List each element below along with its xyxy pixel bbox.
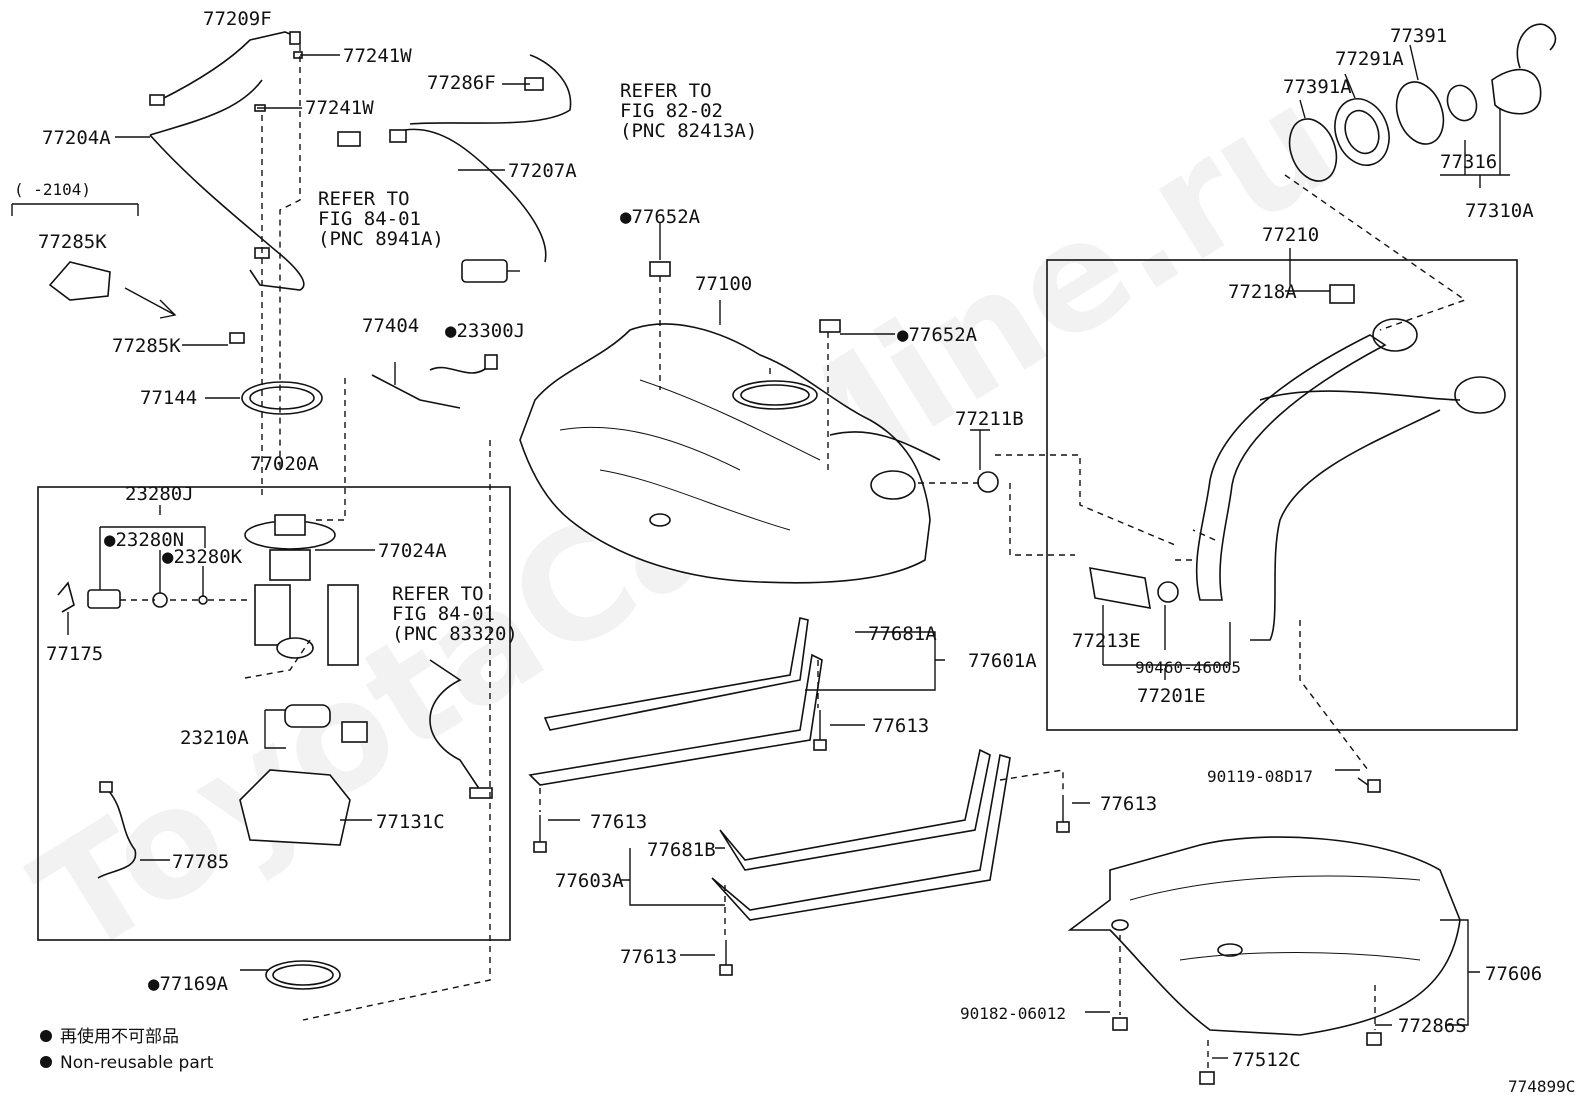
band-77601A [543, 617, 809, 731]
part-label-77213E: 77213E [1072, 630, 1141, 652]
part-label-77207A: 77207A [508, 160, 577, 182]
part-label-77601A: 77601A [968, 650, 1037, 672]
fuel-cap-77310A [1491, 68, 1542, 115]
legend-jp: 再使用不可部品 [60, 1026, 179, 1047]
part-label-77201E: 77201E [1137, 685, 1206, 707]
part-label-77241W: 77241W [305, 97, 374, 119]
legend-bullet [40, 1030, 52, 1042]
part-label-77100: 77100 [695, 273, 752, 295]
ref-fig-82-02: REFER TO FIG 82-02 (PNC 82413A) [620, 80, 757, 142]
bolt-77613 [533, 710, 1070, 976]
part-label-77606: 77606 [1485, 963, 1542, 985]
part-label-77169A: ●77169A [148, 973, 229, 995]
protector-77285K [48, 261, 111, 301]
part-label-77681B: 77681B [647, 839, 716, 861]
filler-pipe-box [1046, 259, 1518, 731]
legend-en: Non-reusable part [60, 1053, 214, 1073]
part-label-77603A: 77603A [555, 870, 624, 892]
fuel-pump-23210A [284, 704, 331, 728]
part-label-77391: 77391 [1390, 25, 1447, 47]
part-label-77613: 77613 [620, 946, 677, 968]
gasket-77169A [265, 960, 341, 990]
part-label-77652A: ●77652A [620, 206, 701, 228]
part-label-77218A: 77218A [1228, 281, 1297, 303]
part-label-77144: 77144 [140, 387, 197, 409]
date-range-label: ( -2104) [14, 180, 91, 199]
part-label-77024A: 77024A [378, 540, 447, 562]
part-label-77131C: 77131C [376, 811, 445, 833]
part-label-77391A: 77391A [1283, 76, 1352, 98]
part-label-77652A: ●77652A [897, 324, 978, 346]
retainer-ring-77144 [241, 381, 323, 415]
part-label-77285K: 77285K [112, 335, 181, 357]
part-label-77211B: 77211B [955, 408, 1024, 430]
pump-assembly-box [37, 486, 511, 941]
part-label-77613: 77613 [872, 715, 929, 737]
part-label-90460-46005: 90460-46005 [1135, 658, 1241, 677]
part-label-77285K: 77285K [38, 231, 107, 253]
part-label-90182-06012: 90182-06012 [960, 1004, 1066, 1023]
fuel-tank-77100 [519, 323, 931, 584]
figure-id: 774899C [1508, 1077, 1575, 1096]
part-label-77291A: 77291A [1335, 48, 1404, 70]
vapor-tube-77204A [149, 79, 305, 291]
part-label-23300J: ●23300J [445, 320, 525, 342]
part-label-77785: 77785 [172, 851, 229, 873]
ref-fig-84-01-a: REFER TO FIG 84-01 (PNC 8941A) [318, 188, 444, 250]
under-cover-77606 [1067, 836, 1461, 1036]
ref-fig-84-01-b: REFER TO FIG 84-01 (PNC 83320) [392, 583, 518, 645]
gasket-77391 [1395, 81, 1445, 145]
part-label-23280N: ●23280N [104, 529, 184, 551]
part-label-77404: 77404 [362, 315, 419, 337]
part-label-77020A: 77020A [250, 453, 319, 475]
part-label-77681A: 77681A [868, 623, 937, 645]
part-label-77613: 77613 [590, 811, 647, 833]
part-label-77210: 77210 [1262, 224, 1319, 246]
band-77603A [719, 748, 991, 871]
part-label-77241W: 77241W [343, 45, 412, 67]
part-label-23280K: ●23280K [162, 546, 243, 568]
part-label-23280J: 23280J [125, 483, 194, 505]
tube-77207A [404, 128, 547, 263]
part-label-77316: 77316 [1440, 151, 1497, 173]
part-label-77310A: 77310A [1465, 200, 1534, 222]
hose-77213E [1089, 567, 1151, 609]
part-label-23210A: 23210A [180, 727, 249, 749]
part-label-77613: 77613 [1100, 793, 1157, 815]
filler-pipe-77201E [1195, 334, 1387, 601]
gasket-77391A [1288, 118, 1338, 182]
part-label-77209F: 77209F [203, 8, 272, 30]
wire-77404 [371, 364, 491, 409]
fuel-filter-23300J [461, 259, 508, 283]
part-label-90119-08D17: 90119-08D17 [1207, 767, 1313, 786]
part-label-77175: 77175 [46, 643, 103, 665]
part-label-77512C: 77512C [1232, 1049, 1301, 1071]
part-label-77286F: 77286F [427, 72, 496, 94]
part-label-77286S: 77286S [1398, 1015, 1467, 1037]
legend-bullet [40, 1056, 52, 1068]
sub-tank-77131C [239, 769, 351, 846]
part-label-77204A: 77204A [42, 127, 111, 149]
seal-77316 [1446, 84, 1478, 122]
